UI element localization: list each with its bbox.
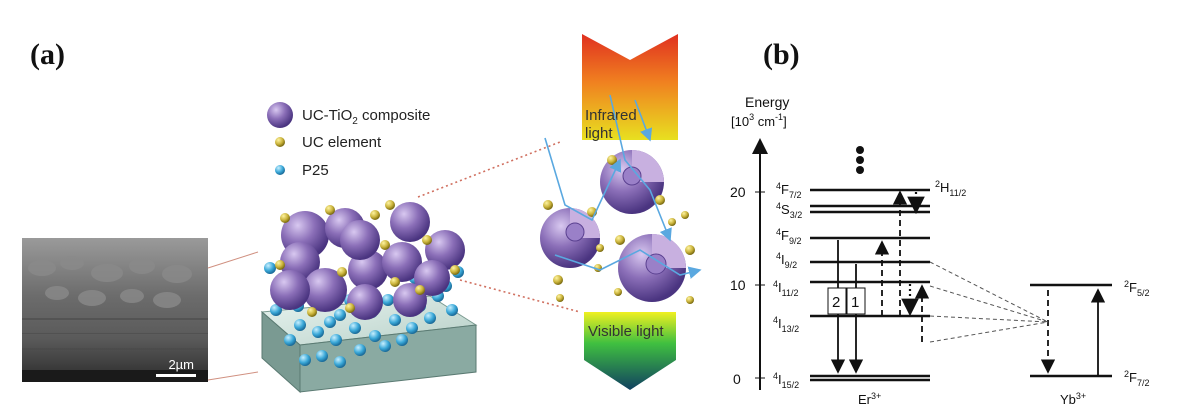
legend: UC-TiO2 composite UC element P25 [267,102,430,179]
sem-micrograph: 2µm [22,238,208,382]
level-2f72: 2F7/2 [1124,369,1149,388]
infrared-label-1: Infrared [585,107,637,124]
tick-0: 0 [733,371,741,387]
visible-label: Visible light [588,323,664,340]
legend-p25: P25 [302,162,329,179]
energy-diagram: Energy [103 cm-1] 20 10 0 4F7/2 4S3/2 [730,94,1149,407]
panel-label-b: (b) [763,38,800,71]
energy-transfer-lines [929,261,1049,343]
ellipsis-dots [856,146,864,174]
level-4i112: 4I11/2 [773,279,799,298]
level-4f72: 4F7/2 [776,181,801,200]
uc-element-dots [275,200,460,317]
level-4f92: 4F9/2 [776,227,801,246]
transition-box-2 [827,287,847,315]
scale-label: 2µm [168,357,194,372]
er-ion-label: Er3+ [858,391,881,407]
uc-tio2-cluster [270,202,465,320]
level-4i132: 4I13/2 [773,315,799,334]
yb-level-labels: 2F5/2 2F7/2 [1124,279,1149,388]
relaxation-arrows [901,192,925,317]
tick-20: 20 [730,184,746,200]
visible-arrow: Visible light [584,312,676,390]
level-2f52: 2F5/2 [1124,279,1149,298]
level-2h112: 2H11/2 [935,179,966,198]
transition-label-1: 1 [851,294,859,311]
scale-bar [156,374,196,377]
legend-sphere-icon [267,102,293,128]
zoom-lines-sem [207,251,259,381]
legend-blue-icon [275,165,285,175]
legend-element: UC element [302,134,382,151]
infrared-label-2: light [585,125,613,142]
infrared-arrow: Infrared light [582,30,678,142]
light-paths [544,94,702,279]
excitation-arrows [874,190,930,342]
sem-texture [22,256,208,382]
zoom-lines-cluster [417,141,581,313]
energy-unit: [103 cm-1] [731,112,787,129]
energy-title: Energy [745,94,789,110]
legend-composite: UC-TiO2 composite [302,107,430,127]
yb-level-lines [1030,283,1112,378]
level-4i152: 4I15/2 [773,371,799,390]
yb-ion-label: Yb3+ [1060,391,1086,407]
transition-box-1 [846,287,866,315]
legend-gold-icon [275,137,285,147]
transition-label-2: 2 [832,294,840,311]
panel-label-a: (a) [30,38,65,71]
er-level-lines [810,188,930,382]
tick-10: 10 [730,277,746,293]
level-4i92: 4I9/2 [776,251,797,270]
level-4s32: 4S3/2 [776,201,802,220]
er-level-labels: 4F7/2 4S3/2 4F9/2 4I9/2 4I11/2 4I13/2 4I… [773,179,966,390]
